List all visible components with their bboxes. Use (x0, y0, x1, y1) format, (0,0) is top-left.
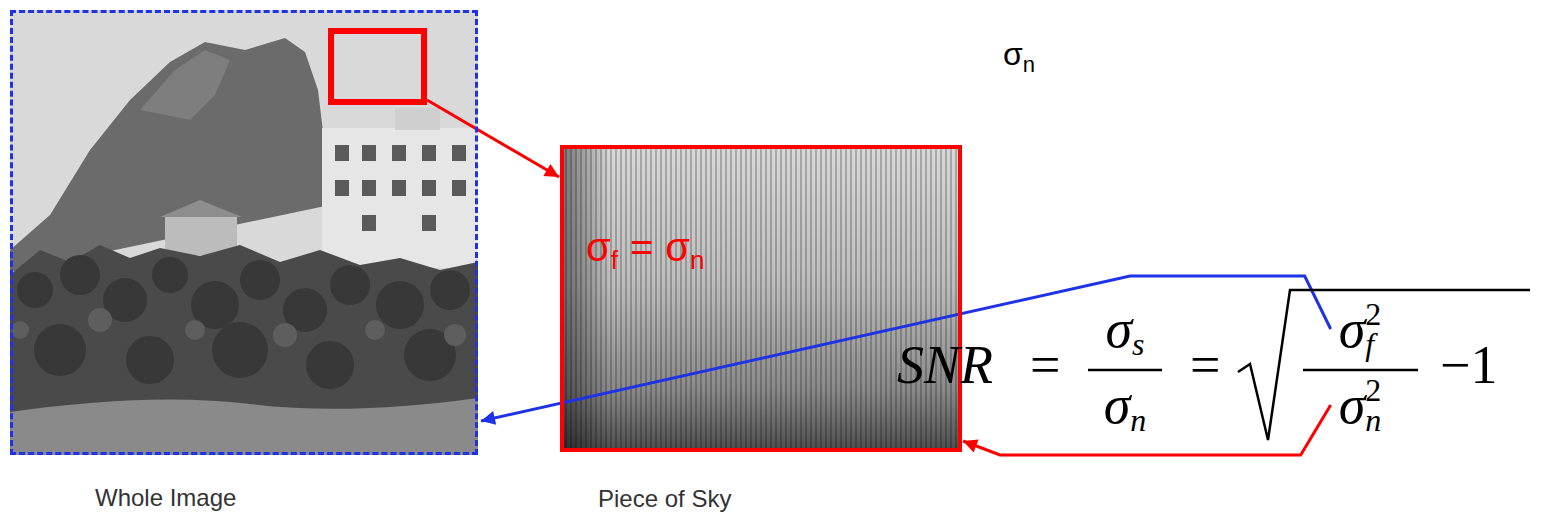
foliage (88, 308, 112, 332)
crop-marker (331, 31, 424, 102)
sigma-symbol: σ (665, 225, 690, 269)
image-caption: Piece of Sky (598, 485, 731, 512)
foliage (376, 281, 424, 329)
foliage (430, 270, 470, 310)
sky-crop-texture (562, 147, 960, 450)
column-stripes (562, 147, 960, 450)
edge-shade (562, 147, 960, 450)
formula-term: −1 (1440, 335, 1497, 395)
foliage (330, 265, 370, 305)
fraction-bar (1303, 369, 1418, 372)
tree-texture (17, 255, 470, 389)
foliage (212, 322, 268, 378)
equals-sign: = (630, 225, 653, 269)
exponent: 2 (1365, 296, 1381, 332)
window (452, 180, 466, 196)
foliage (444, 324, 466, 346)
caption-group: Piece of Sky (598, 487, 731, 511)
foliage (34, 324, 86, 376)
window (335, 180, 349, 196)
radical-sign (1238, 290, 1530, 440)
window (362, 215, 376, 231)
window (422, 215, 436, 231)
window (422, 145, 436, 161)
grass (10, 398, 478, 455)
equals-term: = (1190, 338, 1220, 392)
window (452, 145, 466, 161)
foliage (152, 257, 188, 293)
image-caption: Whole Image (95, 484, 236, 511)
trees (10, 245, 478, 420)
sky-crop-frame: σf=σnPiece of Sky (560, 145, 962, 452)
foliage (185, 320, 205, 340)
fraction-bar (1088, 369, 1162, 372)
sigma-symbol: σ (1003, 36, 1023, 72)
window (335, 145, 349, 161)
caption-group: Whole Image (95, 486, 236, 510)
numerator: σf2 (1300, 302, 1420, 356)
window (362, 180, 376, 196)
crop-leader (427, 100, 559, 177)
building (322, 128, 478, 268)
mountain-light (140, 50, 230, 120)
denominator: σn2 (1300, 378, 1420, 432)
tree-highlights (11, 308, 466, 347)
signal-leader (481, 276, 1331, 421)
equality-group: σf=σn (586, 227, 704, 267)
minus-one-term: −1 (1440, 338, 1497, 392)
window (362, 145, 376, 161)
foliage (11, 321, 29, 339)
foliage (240, 260, 280, 300)
numerator: σs (1085, 302, 1165, 356)
foliage (365, 320, 385, 340)
window (392, 145, 406, 161)
roof (160, 200, 242, 217)
equals-sign: = (1030, 335, 1060, 395)
sigma-symbol: σ (1339, 375, 1366, 435)
sky-gradient (562, 147, 960, 450)
formula-term: SNR (897, 335, 993, 395)
subscript: n (1130, 402, 1146, 438)
snr-term: SNR (897, 338, 993, 392)
foliage (273, 323, 297, 347)
sigma-symbol: σ (1104, 375, 1131, 435)
foliage (126, 336, 174, 384)
sigma-symbol: σ (1339, 299, 1366, 359)
window (392, 180, 406, 196)
noise-symbol: σn (1003, 38, 1035, 70)
landscape-photo (10, 10, 478, 455)
denominator: σn (1085, 378, 1165, 432)
noise-leader (963, 405, 1331, 455)
sky (10, 10, 478, 455)
window (422, 180, 436, 196)
foliage (60, 255, 100, 295)
subscript: s (1132, 326, 1144, 362)
subscript: n (1023, 52, 1035, 77)
equals-sign: = (1190, 335, 1220, 395)
sigma-symbol: σ (586, 225, 611, 269)
foliage (306, 341, 354, 389)
foliage (17, 272, 53, 308)
building-top (395, 108, 440, 130)
subscript: f (611, 245, 618, 275)
mountain (10, 38, 330, 272)
windows (335, 145, 466, 231)
exponent: 2 (1365, 372, 1381, 408)
sigma-symbol: σ (1105, 299, 1132, 359)
whole-image-frame: Whole Image (10, 10, 478, 455)
subscript: n (690, 245, 704, 275)
equals-term: = (1030, 338, 1060, 392)
